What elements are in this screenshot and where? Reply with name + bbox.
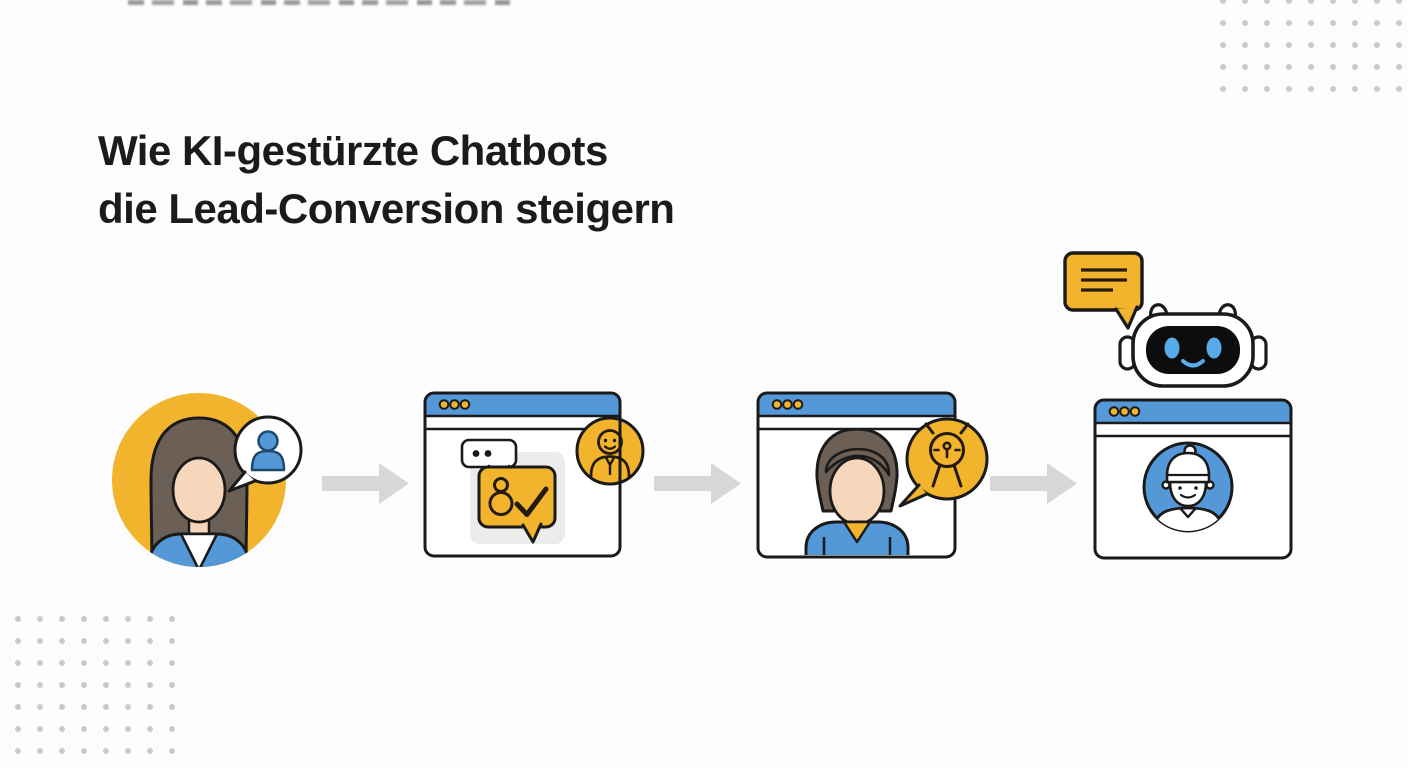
right-arrow-icon (990, 463, 1077, 504)
lead-form-check-bubble-icon (477, 465, 557, 544)
browser-window (423, 391, 645, 558)
chatbot-robot-icon (1118, 303, 1268, 388)
dot-grid-top-right (1212, 0, 1408, 100)
browser-lead-form-icon (423, 391, 645, 558)
robot-smile (1181, 359, 1205, 368)
website-visitor-woman-icon (112, 393, 303, 567)
browser-engaged-user-icon (756, 391, 989, 559)
robot-eye-left (1164, 337, 1180, 359)
browser-window-dots-icon (1108, 406, 1141, 417)
cropped-text-artifact (128, 0, 513, 5)
dot-grid-bottom-left (7, 608, 183, 762)
robot-face-screen (1146, 326, 1240, 374)
page-title: Wie KI-gestürzte Chatbots die Lead-Conve… (98, 122, 675, 238)
robot-eye-right (1206, 337, 1222, 359)
chat-message-lines-icon (1063, 251, 1144, 330)
browser-title-bar (425, 393, 620, 416)
browser-window-dots-icon (438, 399, 471, 410)
browser-title-bar (758, 393, 955, 416)
browser-window (756, 391, 957, 559)
converted-customer-avatar-icon (1142, 441, 1234, 533)
idea-lightbulb-bubble-icon (898, 417, 989, 508)
woman-avatar (147, 416, 251, 567)
title-line-2: die Lead-Conversion steigern (98, 185, 675, 232)
right-arrow-icon (322, 463, 409, 504)
browser-window (1093, 398, 1293, 560)
user-speech-bubble-icon (227, 415, 303, 493)
man-avatar (804, 430, 910, 555)
right-arrow-icon (654, 463, 741, 504)
browser-converted-customer-icon (1063, 251, 1293, 560)
browser-title-bar (1095, 400, 1291, 423)
smiling-lead-badge-icon (575, 416, 645, 486)
title-line-1: Wie KI-gestürzte Chatbots (98, 127, 608, 174)
browser-window-dots-icon (771, 399, 804, 410)
